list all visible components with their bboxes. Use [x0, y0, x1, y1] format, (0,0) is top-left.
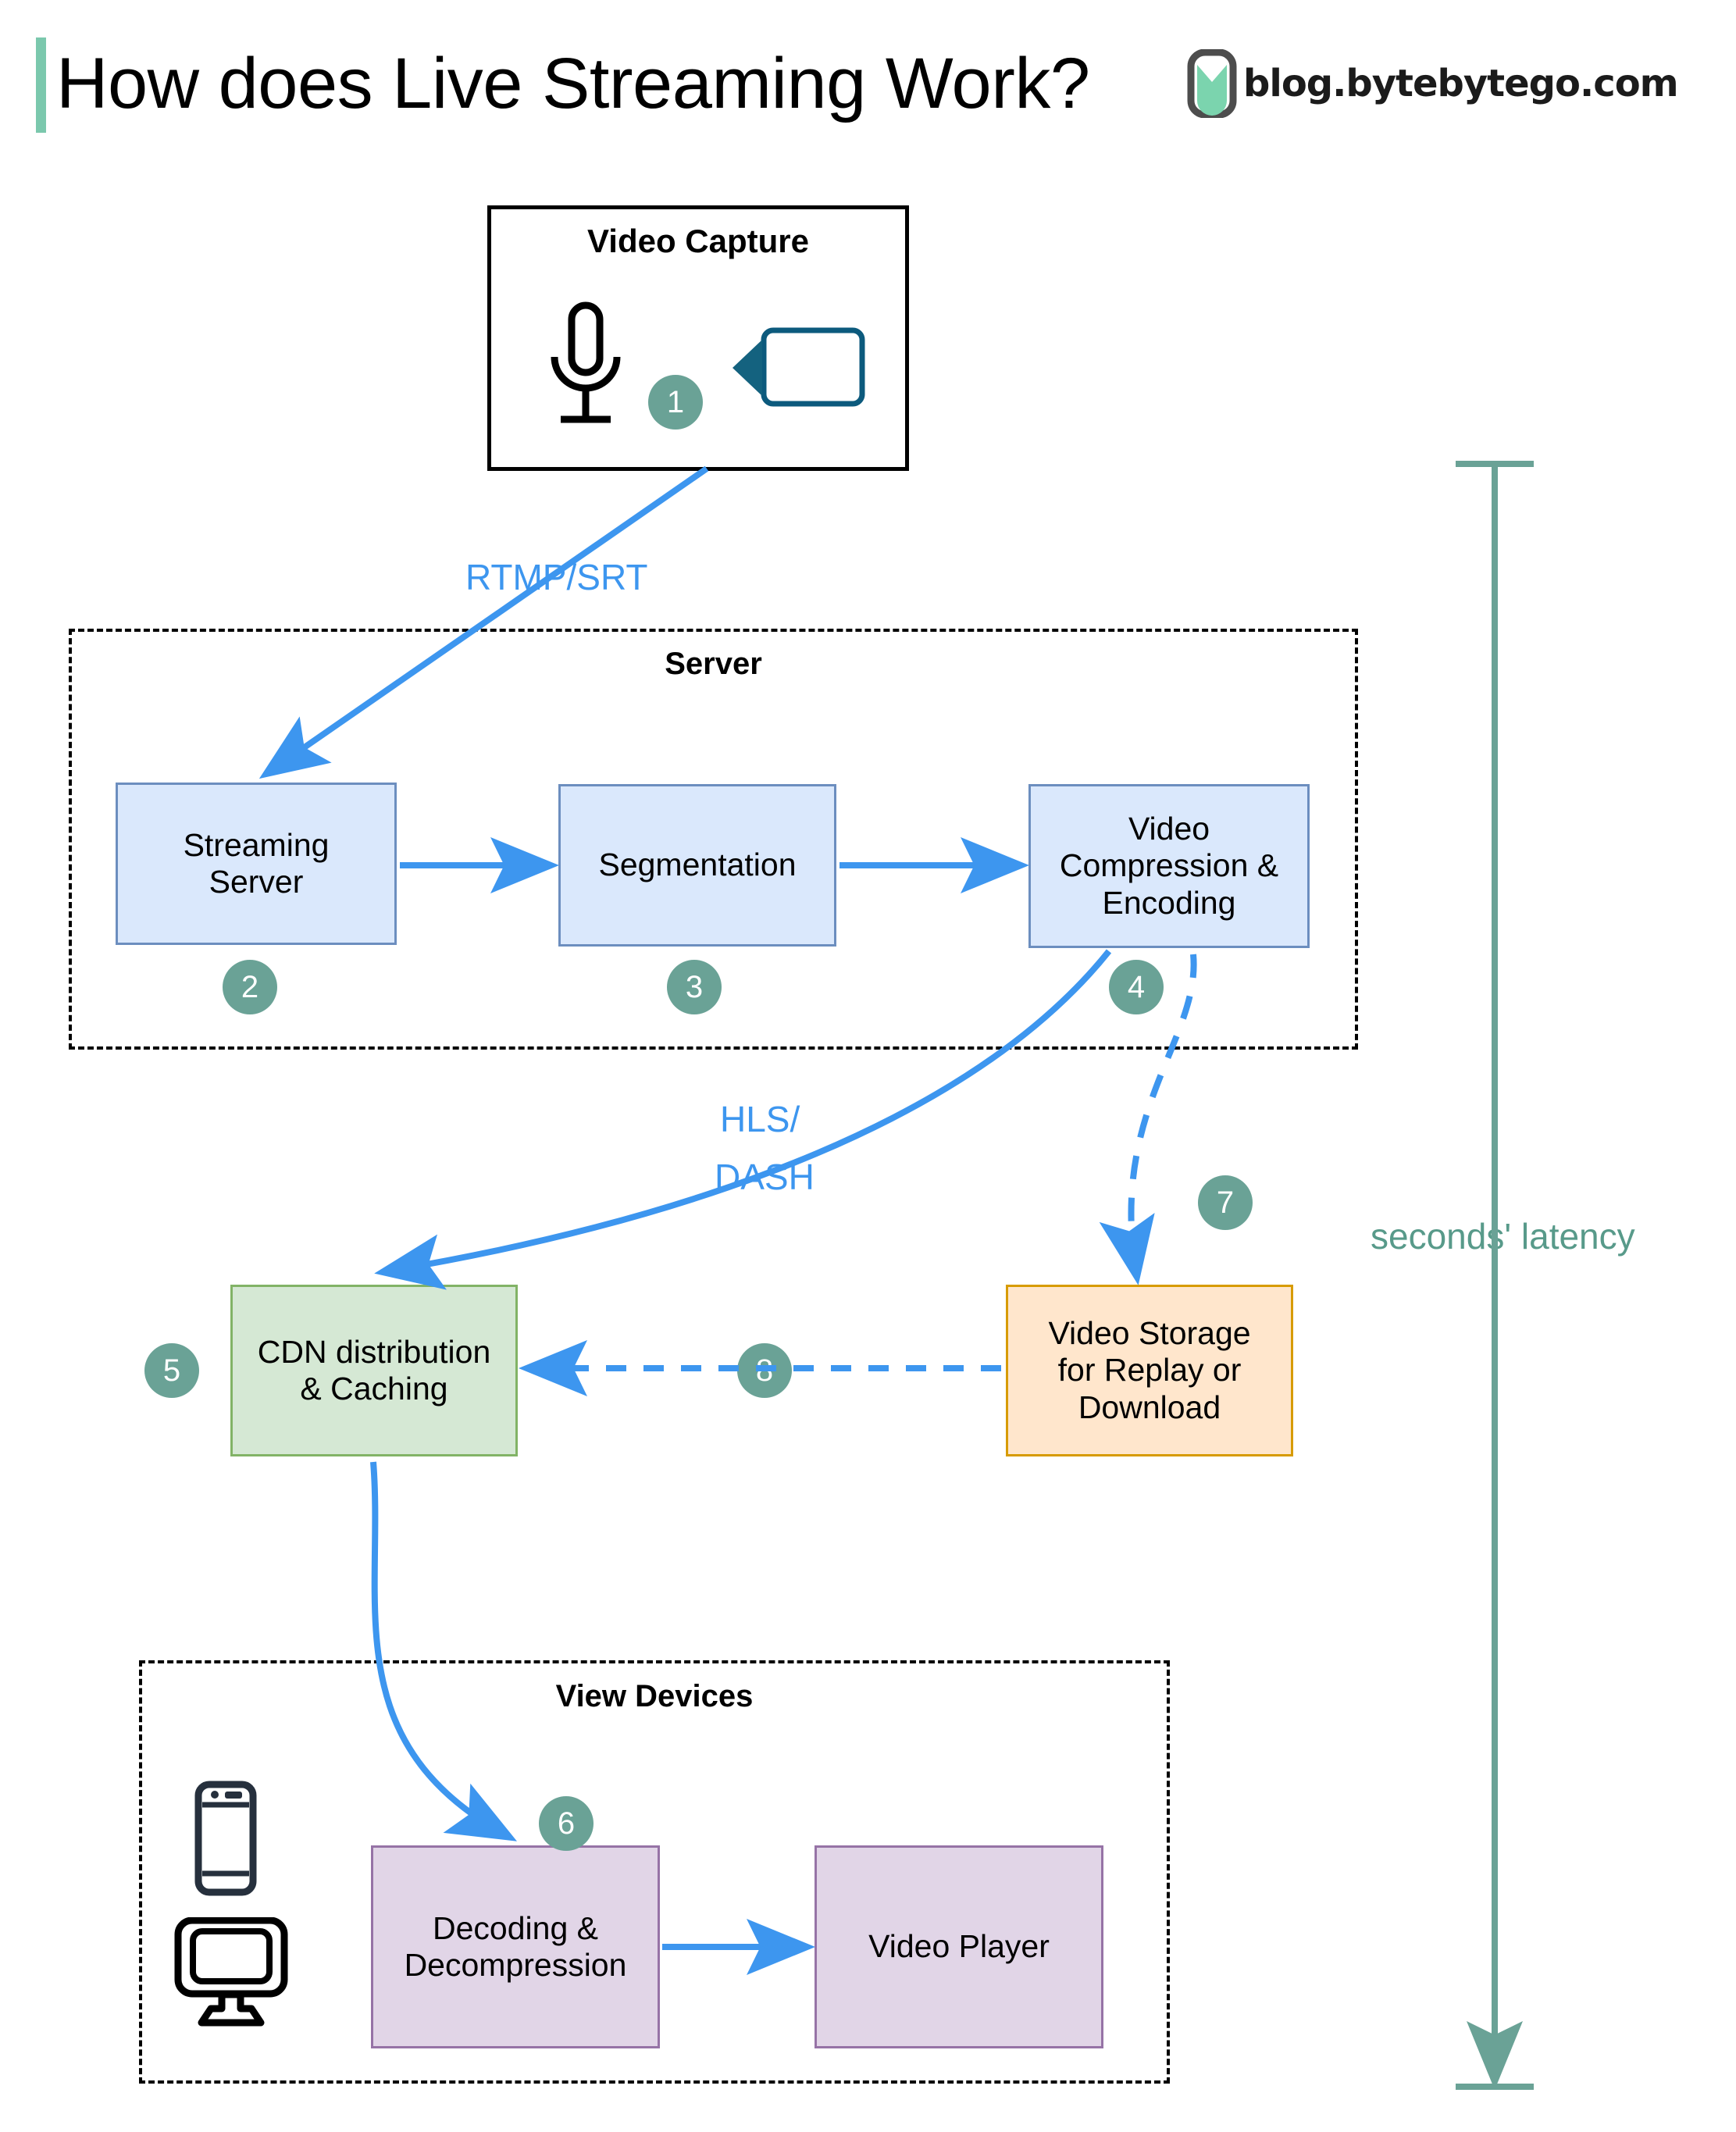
node-cdn[interactable]: CDN distribution & Caching — [230, 1285, 518, 1456]
node-video-storage[interactable]: Video Storage for Replay or Download — [1006, 1285, 1293, 1456]
node-segmentation[interactable]: Segmentation — [558, 784, 836, 947]
node-segmentation-label: Segmentation — [598, 847, 797, 883]
step-badge-1: 1 — [648, 375, 703, 430]
bytebytego-logo-icon — [1187, 49, 1237, 118]
group-view-devices — [139, 1660, 1170, 2084]
step-badge-2: 2 — [223, 960, 277, 1014]
node-video-compression-label: Video Compression & Encoding — [1059, 811, 1279, 921]
edge-label-hls-2: DASH — [715, 1157, 815, 1197]
group-server-label: Server — [665, 647, 762, 681]
brand-watermark: blog.bytebytego.com — [1187, 49, 1679, 118]
step-badge-4: 4 — [1109, 960, 1164, 1014]
smartphone-icon — [194, 1781, 257, 1896]
step-badge-6: 6 — [539, 1796, 594, 1851]
page-title: How does Live Streaming Work? — [56, 44, 1090, 123]
node-streaming-server-label: Streaming Server — [183, 826, 330, 900]
edge-label-hls-1: HLS/ — [720, 1099, 800, 1139]
step-badge-3: 3 — [667, 960, 722, 1014]
node-video-compression[interactable]: Video Compression & Encoding — [1028, 784, 1310, 948]
group-video-capture-label: Video Capture — [587, 223, 809, 259]
video-camera-icon — [733, 327, 865, 407]
group-view-devices-label: View Devices — [555, 1679, 754, 1713]
node-video-player[interactable]: Video Player — [815, 1845, 1103, 2048]
node-cdn-label: CDN distribution & Caching — [257, 1333, 491, 1406]
microphone-icon — [551, 301, 621, 423]
latency-annotation-label: seconds' latency — [1371, 1216, 1635, 1257]
node-video-player-label: Video Player — [868, 1928, 1050, 1965]
node-video-storage-label: Video Storage for Replay or Download — [1048, 1315, 1251, 1425]
node-decoding[interactable]: Decoding & Decompression — [371, 1845, 660, 2048]
step-badge-8: 8 — [737, 1343, 792, 1398]
node-decoding-label: Decoding & Decompression — [404, 1909, 627, 1983]
brand-text: blog.bytebytego.com — [1243, 62, 1679, 105]
step-badge-5: 5 — [144, 1343, 199, 1398]
edge-label-rtmp-srt: RTMP/SRT — [465, 557, 648, 597]
step-badge-7: 7 — [1198, 1175, 1253, 1230]
title-accent-bar — [36, 37, 46, 133]
desktop-monitor-icon — [174, 1917, 288, 2027]
node-streaming-server[interactable]: Streaming Server — [116, 783, 397, 945]
